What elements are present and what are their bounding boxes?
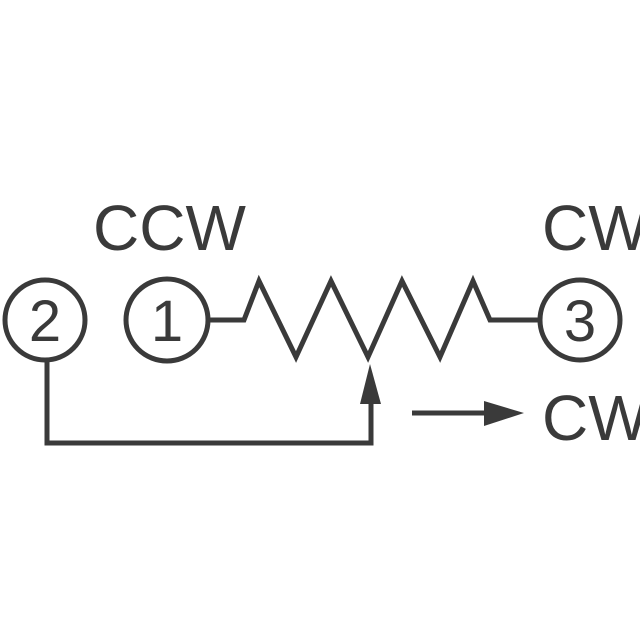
pin-1-terminal: 1 bbox=[123, 276, 211, 364]
pin-3-terminal: 3 bbox=[537, 277, 623, 363]
pin-1-number: 1 bbox=[151, 289, 183, 354]
wiper-wire bbox=[44, 360, 374, 446]
rotation-direction-label: CW bbox=[542, 382, 640, 454]
ccw-terminal-label: CCW bbox=[93, 192, 246, 264]
pin-2-number: 2 bbox=[29, 289, 61, 354]
rotation-arrow-icon bbox=[484, 401, 524, 426]
resistor-zigzag bbox=[208, 274, 540, 363]
cw-terminal-label: CW bbox=[542, 192, 640, 264]
pin-2-terminal: 2 bbox=[2, 277, 88, 363]
wiper-arrowhead-icon bbox=[360, 364, 381, 404]
pin-3-number: 3 bbox=[564, 289, 596, 354]
